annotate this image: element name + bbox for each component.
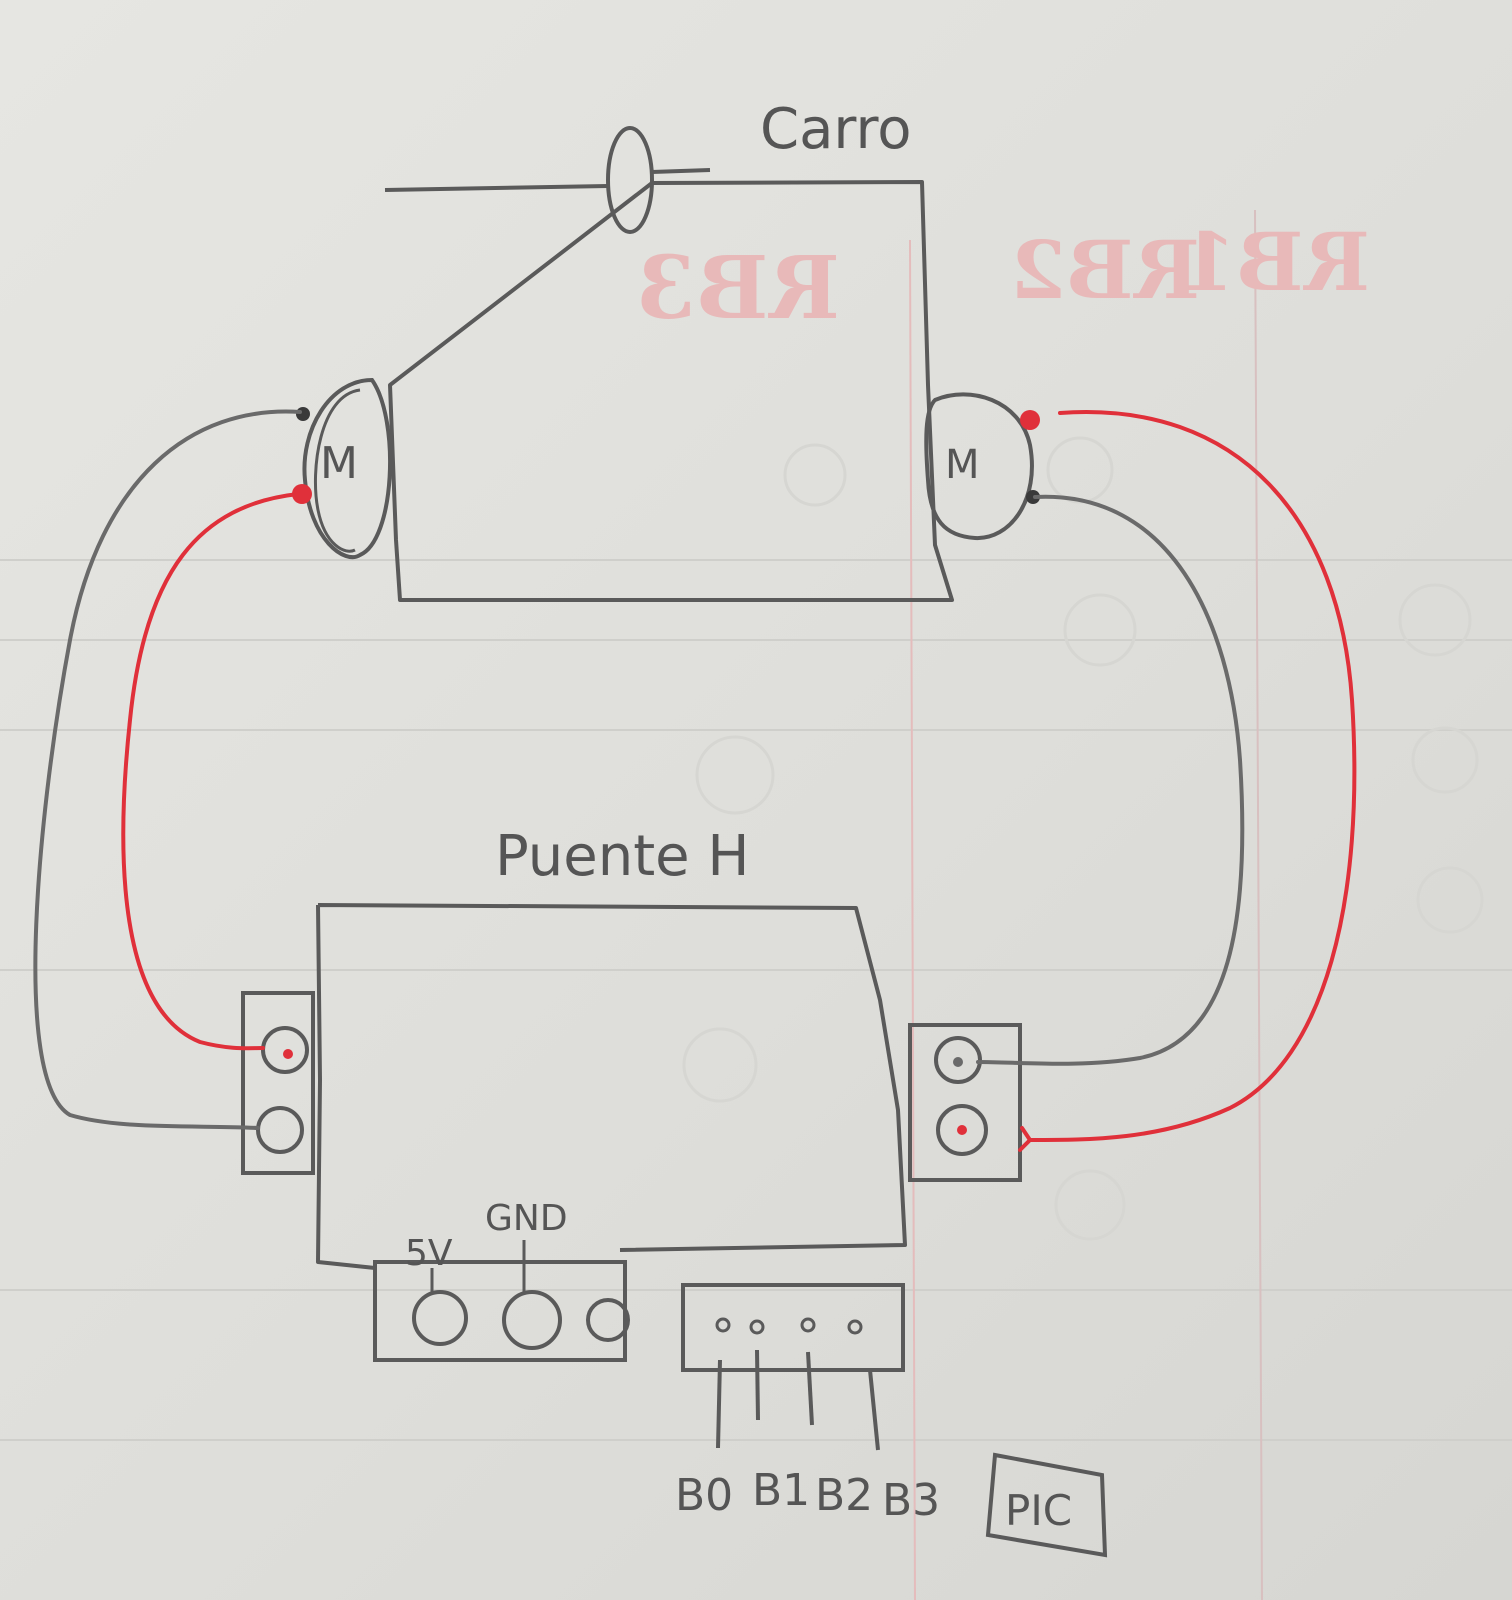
right-motor-terminal-red — [1020, 410, 1040, 430]
margin-line-2 — [1254, 209, 1263, 1600]
left-motor-label: M — [320, 438, 358, 489]
antenna-line — [651, 168, 711, 174]
label-gnd: GND — [485, 1198, 568, 1239]
puente-h-label: Puente H — [495, 824, 750, 889]
label-b3: B3 — [882, 1475, 940, 1526]
antenna-wheel — [606, 126, 654, 234]
label-5v: 5V — [405, 1233, 453, 1274]
ruled-lines — [0, 559, 1512, 1441]
right-motor: M — [924, 392, 1040, 541]
wire-right-red — [1028, 410, 1357, 1142]
wires — [33, 409, 1357, 1152]
left-motor-terminal-red — [292, 484, 312, 504]
label-b2: B2 — [815, 1470, 873, 1521]
wire-left-red — [121, 492, 300, 1051]
lead-b1 — [755, 1349, 760, 1421]
bleed-through-text: RB3 RB2 RB1 — [636, 215, 1484, 1241]
power-pin-gnd — [502, 1290, 562, 1350]
label-b1: B1 — [752, 1465, 810, 1516]
pic-box: PIC — [985, 1452, 1108, 1558]
lead-b3 — [868, 1369, 880, 1451]
wire-left-gray — [33, 409, 302, 1130]
right-terminal-block — [908, 1023, 1022, 1182]
car-body — [384, 180, 954, 602]
right-terminal-2 — [936, 1104, 988, 1156]
left-motor-terminal-black — [296, 407, 310, 421]
power-connector: 5V GND — [373, 1198, 630, 1362]
carro-label: Carro — [760, 97, 912, 162]
ghost-rb2: RB2 — [1010, 223, 1200, 317]
label-b0: B0 — [675, 1470, 733, 1521]
right-motor-label: M — [945, 442, 980, 488]
ghost-rb1: RB1 — [1180, 215, 1370, 309]
lead-b2 — [806, 1351, 814, 1426]
margin-line — [909, 239, 916, 1600]
left-terminal-block — [241, 991, 315, 1175]
h-bridge-board — [316, 903, 907, 1270]
pic-label: PIC — [1005, 1486, 1072, 1535]
lead-b0 — [716, 1359, 722, 1449]
wire-right-gray — [976, 494, 1245, 1066]
signal-header: B0 B1 B2 B3 — [675, 1283, 940, 1526]
power-pin-5v — [412, 1290, 468, 1346]
left-terminal-2 — [256, 1106, 304, 1154]
ghost-rb3: RB3 — [636, 238, 840, 339]
left-motor: M — [292, 377, 392, 560]
wire-right-red-arrow — [1018, 1126, 1032, 1152]
right-terminal-1 — [934, 1036, 982, 1084]
power-pin-3 — [586, 1298, 630, 1342]
